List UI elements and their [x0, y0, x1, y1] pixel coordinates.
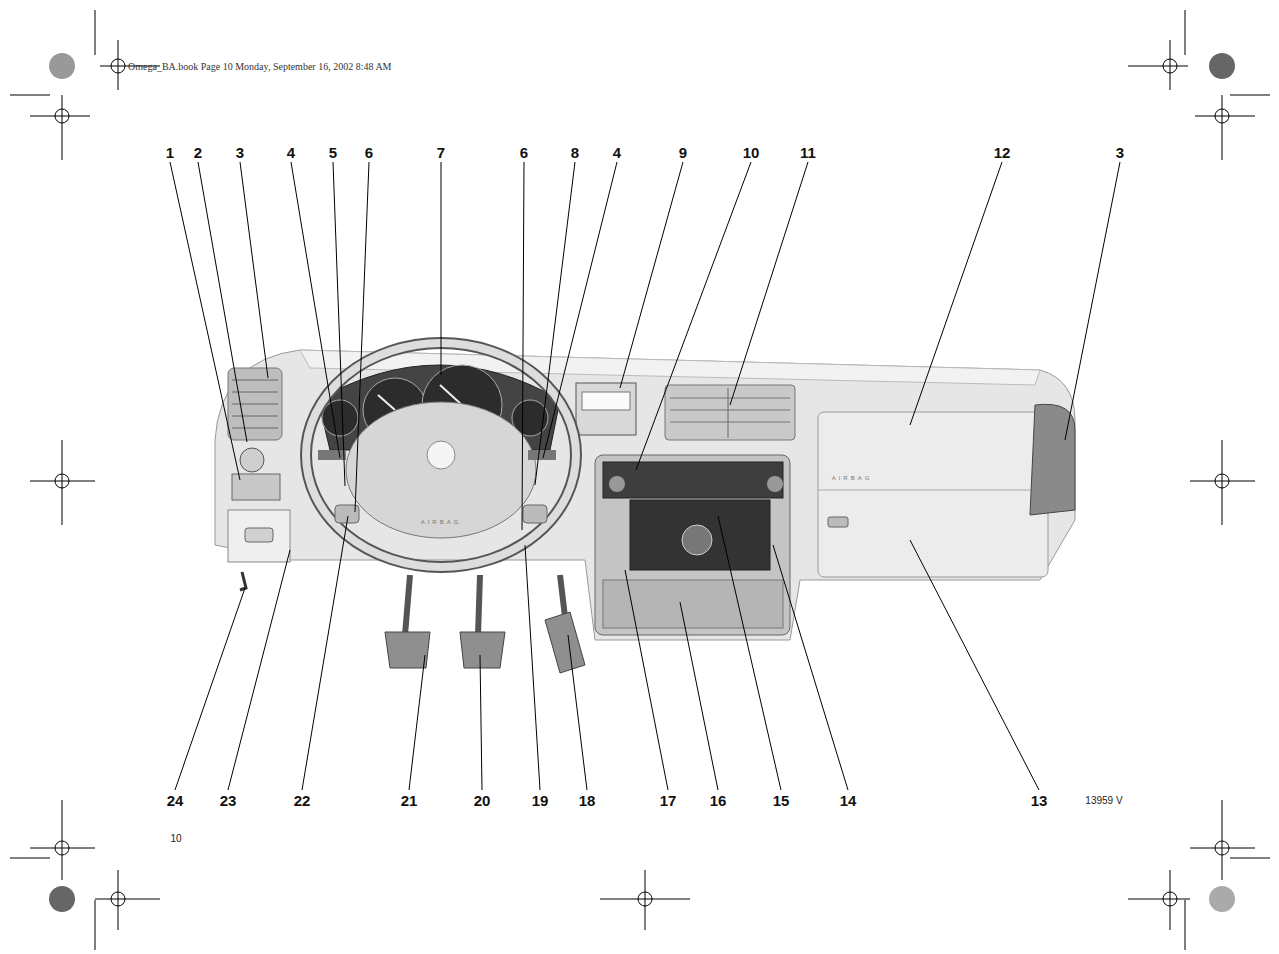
callout-number: 6 [365, 144, 373, 161]
callout-number: 21 [401, 792, 418, 809]
callout-number: 4 [287, 144, 295, 161]
callout-number: 22 [294, 792, 311, 809]
callout-number: 12 [994, 144, 1011, 161]
callout-number: 4 [613, 144, 621, 161]
airbag-marking: AIRBAG [832, 475, 873, 481]
callout-number: 17 [660, 792, 677, 809]
callout-number: 9 [679, 144, 687, 161]
figure-code: 13959 V [1085, 795, 1122, 806]
callout-number: 14 [840, 792, 857, 809]
dashboard [215, 350, 1075, 640]
corner-dots [49, 53, 1235, 912]
callout-number: 19 [532, 792, 549, 809]
callout-number: 23 [220, 792, 237, 809]
pedals [385, 575, 585, 673]
callout-number: 16 [710, 792, 727, 809]
callout-number: 2 [194, 144, 202, 161]
callout-number: 11 [800, 144, 816, 161]
callout-number: 8 [571, 144, 579, 161]
callout-number: 6 [520, 144, 528, 161]
callout-number: 7 [437, 144, 445, 161]
callout-number: 18 [579, 792, 596, 809]
callout-number: 1 [166, 144, 174, 161]
airbag-marking: AIRBAG [421, 519, 462, 525]
callout-number: 5 [329, 144, 337, 161]
registration-marks [10, 10, 1270, 950]
page-number: 10 [170, 833, 181, 844]
callout-number: 3 [236, 144, 244, 161]
callout-number: 3 [1116, 144, 1124, 161]
callout-number: 15 [773, 792, 790, 809]
leader-lines [170, 162, 1120, 790]
page-header: Omega_BA.book Page 10 Monday, September … [128, 61, 392, 72]
steering-wheel [306, 343, 576, 567]
callout-number: 13 [1031, 792, 1048, 809]
callout-number: 10 [743, 144, 760, 161]
callout-number: 20 [474, 792, 491, 809]
callout-number: 24 [167, 792, 184, 809]
